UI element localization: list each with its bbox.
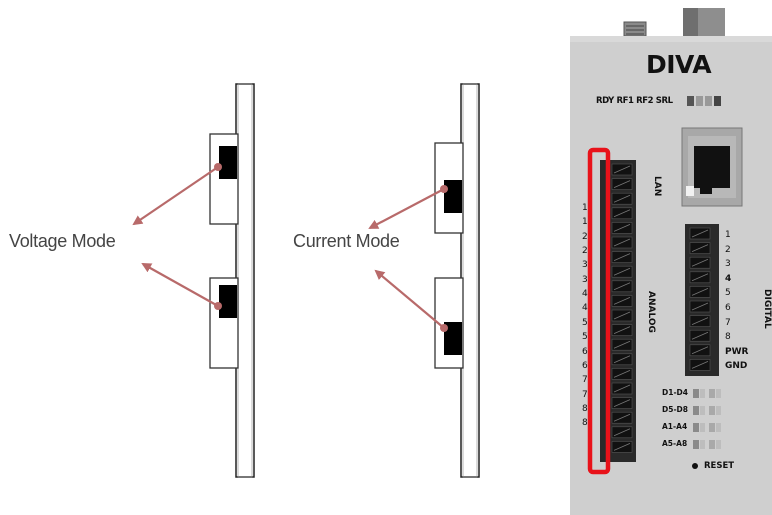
analog-label: ANALOG [646,291,656,333]
analog-pin-label: 8 [582,418,588,429]
voltage-arrow-top [132,166,219,226]
led-labels: RDY RF1 RF2 SRL [596,96,673,106]
led-indicator [716,423,721,432]
led-indicator [716,389,721,398]
analog-pin-label: 8 [582,403,588,414]
analog-pin-label: 6 [582,360,588,371]
analog-pin-label: 3 [582,274,588,285]
current-arrow-bottom [374,269,445,329]
antenna-connector [623,21,647,37]
current-mode-label: Current Mode [293,231,400,251]
power-connector [683,8,725,38]
led-group-label: D1-D4 [662,388,689,397]
voltage-mode-board [132,83,255,478]
analog-jumper-highlight [587,147,611,475]
digital-pin-label: PWR [725,346,749,357]
analog-pin-label: 2 [582,246,588,257]
led-indicator [716,406,721,415]
current-mode-board [368,83,480,478]
voltage-jumper-cap-bottom [219,285,237,318]
current-jumper-cap-bottom [444,322,462,355]
led-indicator [700,440,705,449]
analog-pin-label: 7 [582,375,588,386]
digital-pin-label: 8 [725,332,731,343]
led-indicator [709,423,715,432]
led-indicator [700,423,705,432]
analog-pin-label: 3 [582,260,588,271]
lan-port[interactable] [681,127,743,207]
led-indicator [709,406,715,415]
analog-pin-label: 6 [582,346,588,357]
lan-label: LAN [652,176,662,197]
digital-pin-label: 3 [725,259,731,270]
reset-label: RESET [704,461,735,471]
voltage-arrow-bottom [141,263,219,307]
analog-pin-label: 4 [582,289,588,300]
led-status-grid [693,389,721,449]
reset-button[interactable] [692,463,698,469]
status-leds [687,96,721,106]
led-group-label: A1-A4 [662,422,688,431]
digital-pin-label: 7 [725,317,731,328]
digital-pin-label: 1 [725,230,731,240]
led-indicator [700,389,705,398]
digital-pin-label: GND [725,361,748,372]
led-group-label: D5-D8 [662,405,689,414]
voltage-jumper-cap-top [219,146,237,179]
analog-pin-label: 5 [582,317,588,328]
digital-pin-label: 5 [725,288,731,299]
digital-pin-label: 4 [725,273,732,284]
led-indicator [693,406,699,415]
led-indicator [693,440,699,449]
led-indicator [709,389,715,398]
voltage-mode-label: Voltage Mode [9,231,116,251]
analog-pin-label: 4 [582,303,588,314]
analog-terminal-block [600,160,636,462]
led-indicator [693,389,699,398]
analog-pin-label: 1 [582,203,588,213]
analog-pin-label: 1 [582,217,588,228]
digital-label: DIGITAL [762,289,772,329]
led-indicator [693,423,699,432]
current-arrow-top [368,188,445,229]
led-indicator [700,406,705,415]
analog-pin-label: 2 [582,231,588,242]
digital-terminal-block [685,224,719,376]
led-indicator [709,440,715,449]
current-jumper-cap-top [444,180,462,213]
led-indicator [716,440,721,449]
digital-pin-label: 6 [725,303,731,313]
led-group-label: A5-A8 [662,439,688,448]
analog-pin-label: 5 [582,332,588,343]
analog-pin-label: 7 [582,389,588,400]
digital-pin-label: 2 [725,244,731,255]
device-title: DIVA [646,50,712,79]
